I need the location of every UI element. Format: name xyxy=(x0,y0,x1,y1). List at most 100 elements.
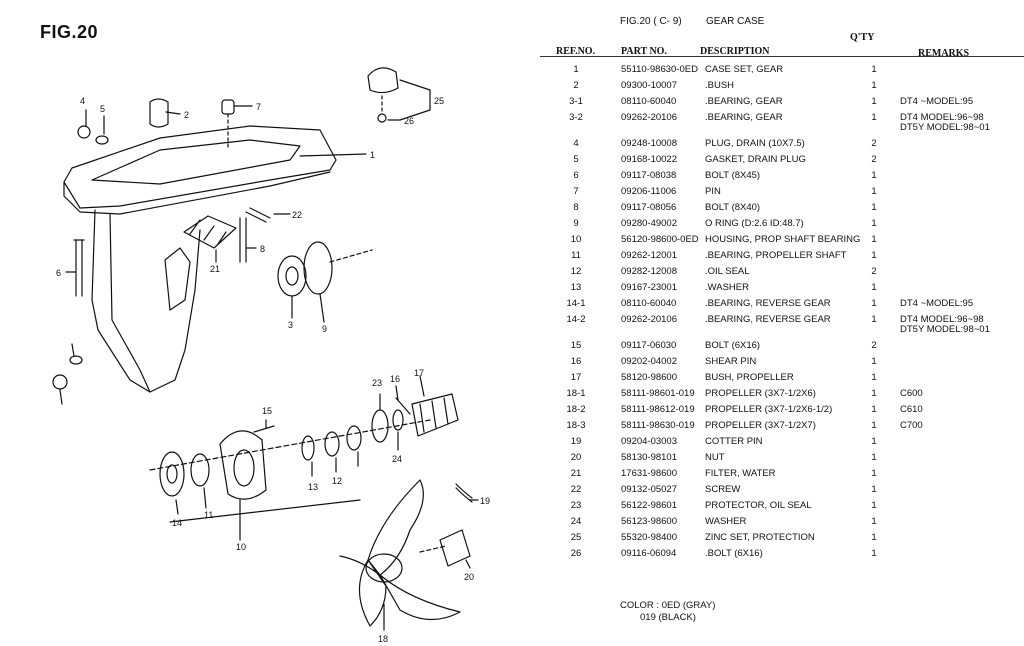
description-cell: .OIL SEAL xyxy=(705,266,750,277)
description-cell: .BUSH xyxy=(705,80,735,91)
color-note-line1: COLOR : 0ED (GRAY) xyxy=(620,600,716,611)
bearing-gear xyxy=(277,255,307,297)
description-cell: PROPELLER (3X7-1/2X7) xyxy=(705,420,816,431)
quantity-cell: 1 xyxy=(871,420,877,431)
callout-15: 15 xyxy=(262,406,272,416)
figure-name: GEAR CASE xyxy=(706,16,765,27)
part-number-cell: 58111-98630-019 xyxy=(621,420,695,431)
description-cell: BOLT (6X16) xyxy=(705,340,761,351)
ref-cell: 20 xyxy=(570,452,582,463)
gear-case-top xyxy=(63,125,337,209)
quantity-cell: 1 xyxy=(871,282,877,293)
description-cell: ZINC SET, PROTECTION xyxy=(705,532,815,543)
oil-seal-a xyxy=(324,431,340,457)
description-cell: COTTER PIN xyxy=(705,436,763,447)
part-number-cell: 09280-49002 xyxy=(621,218,677,229)
pin xyxy=(221,99,235,115)
quantity-cell: 1 xyxy=(871,436,877,447)
water-filter xyxy=(183,215,237,249)
ref-cell: 14-1 xyxy=(566,298,586,309)
ref-cell: 21 xyxy=(570,468,582,479)
ref-cell: 12 xyxy=(570,266,582,277)
quantity-cell: 1 xyxy=(871,484,877,495)
ref-cell: 8 xyxy=(573,202,579,213)
ref-cell: 5 xyxy=(573,154,579,165)
ref-cell: 4 xyxy=(573,138,579,149)
o-ring xyxy=(303,241,333,295)
part-number-cell: 09204-03003 xyxy=(621,436,677,447)
description-cell: .BEARING, PROPELLER SHAFT xyxy=(705,250,847,261)
remarks-cell-line2: DT5Y MODEL:98~01 xyxy=(900,324,990,335)
ref-cell: 18-2 xyxy=(566,404,586,415)
ref-cell: 22 xyxy=(570,484,582,495)
part-number-cell: 09262-20106 xyxy=(621,314,677,325)
callout-14: 14 xyxy=(172,518,182,528)
description-cell: BUSH, PROPELLER xyxy=(705,372,794,383)
part-number-cell: 58130-98101 xyxy=(621,452,677,463)
propeller xyxy=(339,479,461,627)
bolt-8 xyxy=(239,217,247,263)
ref-cell: 26 xyxy=(570,548,582,559)
remarks-cell: C610 xyxy=(900,404,923,415)
ref-cell: 9 xyxy=(573,218,579,229)
callout-20: 20 xyxy=(464,572,474,582)
description-cell: PLUG, DRAIN (10X7.5) xyxy=(705,138,805,149)
callout-10: 10 xyxy=(236,542,246,552)
bolt-15 xyxy=(253,425,275,433)
part-number-cell: 17631-98600 xyxy=(621,468,677,479)
col-desc: DESCRIPTION xyxy=(700,46,770,57)
ref-cell: 17 xyxy=(570,372,582,383)
remarks-cell: DT4 MODEL:96~98 xyxy=(900,112,984,123)
ref-cell: 18-3 xyxy=(566,420,586,431)
table-row: 19 09204-03003 COTTER PIN 1 xyxy=(540,436,1024,452)
quantity-cell: 1 xyxy=(871,202,877,213)
bolt-6 xyxy=(73,239,85,297)
ref-cell: 10 xyxy=(570,234,582,245)
callout-11: 11 xyxy=(204,510,213,520)
quantity-cell: 1 xyxy=(871,234,877,245)
exploded-diagram: 1 2 3 4 5 6 7 8 9 10 11 12 13 14 15 16 1… xyxy=(52,67,490,644)
quantity-cell: 1 xyxy=(871,64,877,75)
ref-cell: 11 xyxy=(571,250,581,261)
callout-4: 4 xyxy=(80,96,85,106)
quantity-cell: 1 xyxy=(871,186,877,197)
screw-22 xyxy=(245,207,271,223)
remarks-cell: DT4 MODEL:96~98 xyxy=(900,314,984,325)
part-number-cell: 09168-10022 xyxy=(621,154,677,165)
quantity-cell: 1 xyxy=(871,218,877,229)
gasket-lower xyxy=(69,355,83,365)
callout-25: 25 xyxy=(434,96,444,106)
description-cell: O RING (D:2.6 ID:48.7) xyxy=(705,218,804,229)
callout-19: 19 xyxy=(480,496,490,506)
ref-cell: 1 xyxy=(573,64,579,75)
part-number-cell: 09117-08038 xyxy=(621,170,677,181)
col-ref: REF.NO. xyxy=(556,46,596,57)
quantity-cell: 1 xyxy=(871,250,877,261)
quantity-cell: 1 xyxy=(871,298,877,309)
drain-plug-upper xyxy=(77,125,91,139)
description-cell: .BEARING, REVERSE GEAR xyxy=(705,314,831,325)
quantity-cell: 1 xyxy=(871,356,877,367)
description-cell: NUT xyxy=(705,452,725,463)
color-note: COLOR : 0ED (GRAY) 019 (BLACK) xyxy=(620,600,715,624)
quantity-cell: 1 xyxy=(871,80,877,91)
part-number-cell: 09167-23001 xyxy=(621,282,677,293)
part-number-cell: 09116-06094 xyxy=(621,548,677,559)
ref-cell: 23 xyxy=(570,500,582,511)
quantity-cell: 1 xyxy=(871,404,877,415)
table-row: 9 09280-49002 O RING (D:2.6 ID:48.7) 1 xyxy=(540,218,1024,234)
ref-cell: 19 xyxy=(570,436,582,447)
